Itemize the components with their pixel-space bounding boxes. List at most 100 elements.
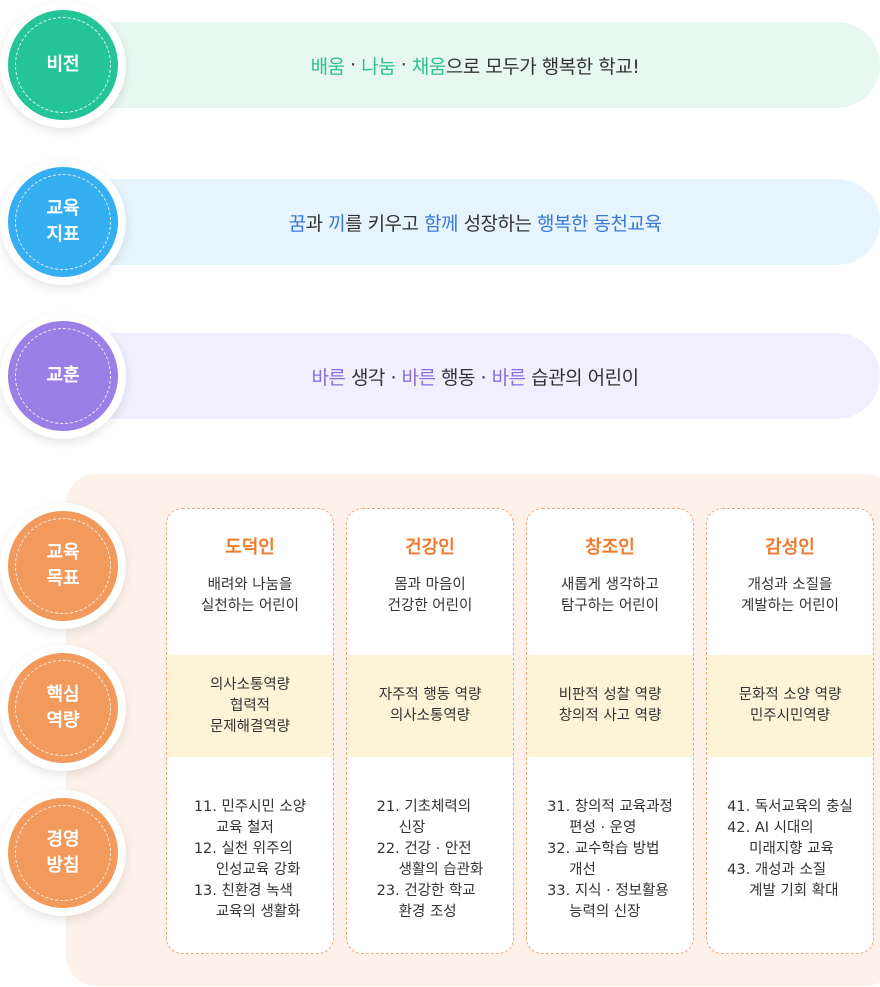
policy-line-continued: 환경 조성 [398,904,457,920]
vision-badge: 비전 [0,2,126,128]
competency-item: 협력적 [229,697,271,714]
description-line: 실천하는 어린이 [201,598,299,614]
motto-segment: 바른 [401,366,436,389]
edu-goal-segment: 성장하는 [458,212,538,235]
policy-line: 33. 지식 · 정보활용 [547,883,669,899]
policy-line-continued: 계발 기회 확대 [749,883,839,899]
policy-line: 11. 민주시민 소양 [193,799,307,815]
policy-line: 21. 기초체력의 [376,799,472,815]
policy-line: 41. 독서교육의 충실 [727,799,853,815]
policy-line: 31. 창의적 교육과정 [547,799,673,815]
competency-item: 의사소통역량 [209,676,291,693]
competency-item: 창의적 사고 역량 [558,708,662,724]
policy-line-continued: 개선 [569,862,596,878]
description-line: 새롭게 생각하고 [561,577,659,593]
competency-item: 의사소통역량 [389,708,471,724]
motto-segment: 바른 [491,366,526,389]
motto-badge: 교훈 [0,313,126,439]
edu-goal-segment: 끼 [328,212,346,235]
column-title: 창조인 [585,537,635,558]
motto-segment: 습관의 어린이 [525,366,639,389]
vision-segment: 나눔 [361,55,396,78]
vision-segment: · [344,54,362,76]
goal-side-badge-label: 교육 목표 [8,511,118,621]
motto-text: 바른 생각 · 바른 행동 · 바른 습관의 어린이 [70,333,880,419]
policy-line: 43. 개성과 소질 [727,862,827,878]
policy-line: 32. 교수학습 방법 [547,841,660,857]
vision-badge-label: 비전 [8,10,118,120]
description-line: 배려와 나눔을 [207,577,293,593]
policy-line-continued: 편성 · 운영 [569,820,637,836]
edu-goal-segment: 꿈 [288,212,306,235]
motto-segment: 생각 · [345,366,402,389]
competency-item: 민주시민역량 [749,708,831,724]
edu-goal-badge: 교육 지표 [0,159,126,285]
policy-line-continued: 인성교육 강화 [215,862,301,878]
motto-badge-label: 교훈 [8,321,118,431]
column-title: 감성인 [765,537,815,558]
policy-line: 13. 친환경 녹색 [193,883,293,899]
edu-goal-badge-label: 교육 지표 [8,167,118,277]
goal-side-badge: 교육 목표 [0,503,126,629]
competency-item: 문제해결역량 [209,718,291,735]
competency-item: 비판적 성찰 역량 [558,687,662,703]
policy-line: 12. 실천 위주의 [193,841,293,857]
policy-item: 41. 독서교육의 충실 [727,797,853,818]
vision-segment: 으로 모두가 행복한 학교! [445,55,640,78]
policy-side-badge: 경영 방침 [0,790,126,916]
policy-line: 42. AI 시대의 [727,820,814,836]
edu-goal-segment: 과 [305,212,329,235]
motto-row: 바른 생각 · 바른 행동 · 바른 습관의 어린이 교훈 [0,311,880,441]
policy-line-continued: 교육 철저 [215,820,274,836]
description-line: 탐구하는 어린이 [561,598,659,614]
competency-side-badge: 핵심 역량 [0,645,126,771]
edu-goal-segment: 함께 [424,212,459,235]
policy-line: 22. 건강 · 안전 [376,841,472,857]
description-line: 몸과 마음이 [394,577,466,593]
policy-line-continued: 능력의 신장 [569,904,641,920]
competency-item: 문화적 소양 역량 [738,687,842,703]
competency-item: 자주적 행동 역량 [378,687,482,703]
description-line: 계발하는 어린이 [741,598,839,614]
description-line: 건강한 어린이 [387,598,473,614]
policy-line: 23. 건강한 학교 [376,883,476,899]
vision-segment: · [395,54,412,76]
policy-side-badge-label: 경영 방침 [8,798,118,908]
competency-side-badge-label: 핵심 역량 [8,653,118,763]
motto-segment: 바른 [311,366,346,389]
motto-segment: 행동 · [435,366,492,389]
policy-line-continued: 신장 [398,820,426,836]
policy-line-continued: 생활의 습관화 [398,862,484,878]
description-line: 개성과 소질을 [747,577,833,593]
edu-goal-segment: 행복한 동천교육 [537,212,662,235]
column-title: 건강인 [405,537,455,558]
